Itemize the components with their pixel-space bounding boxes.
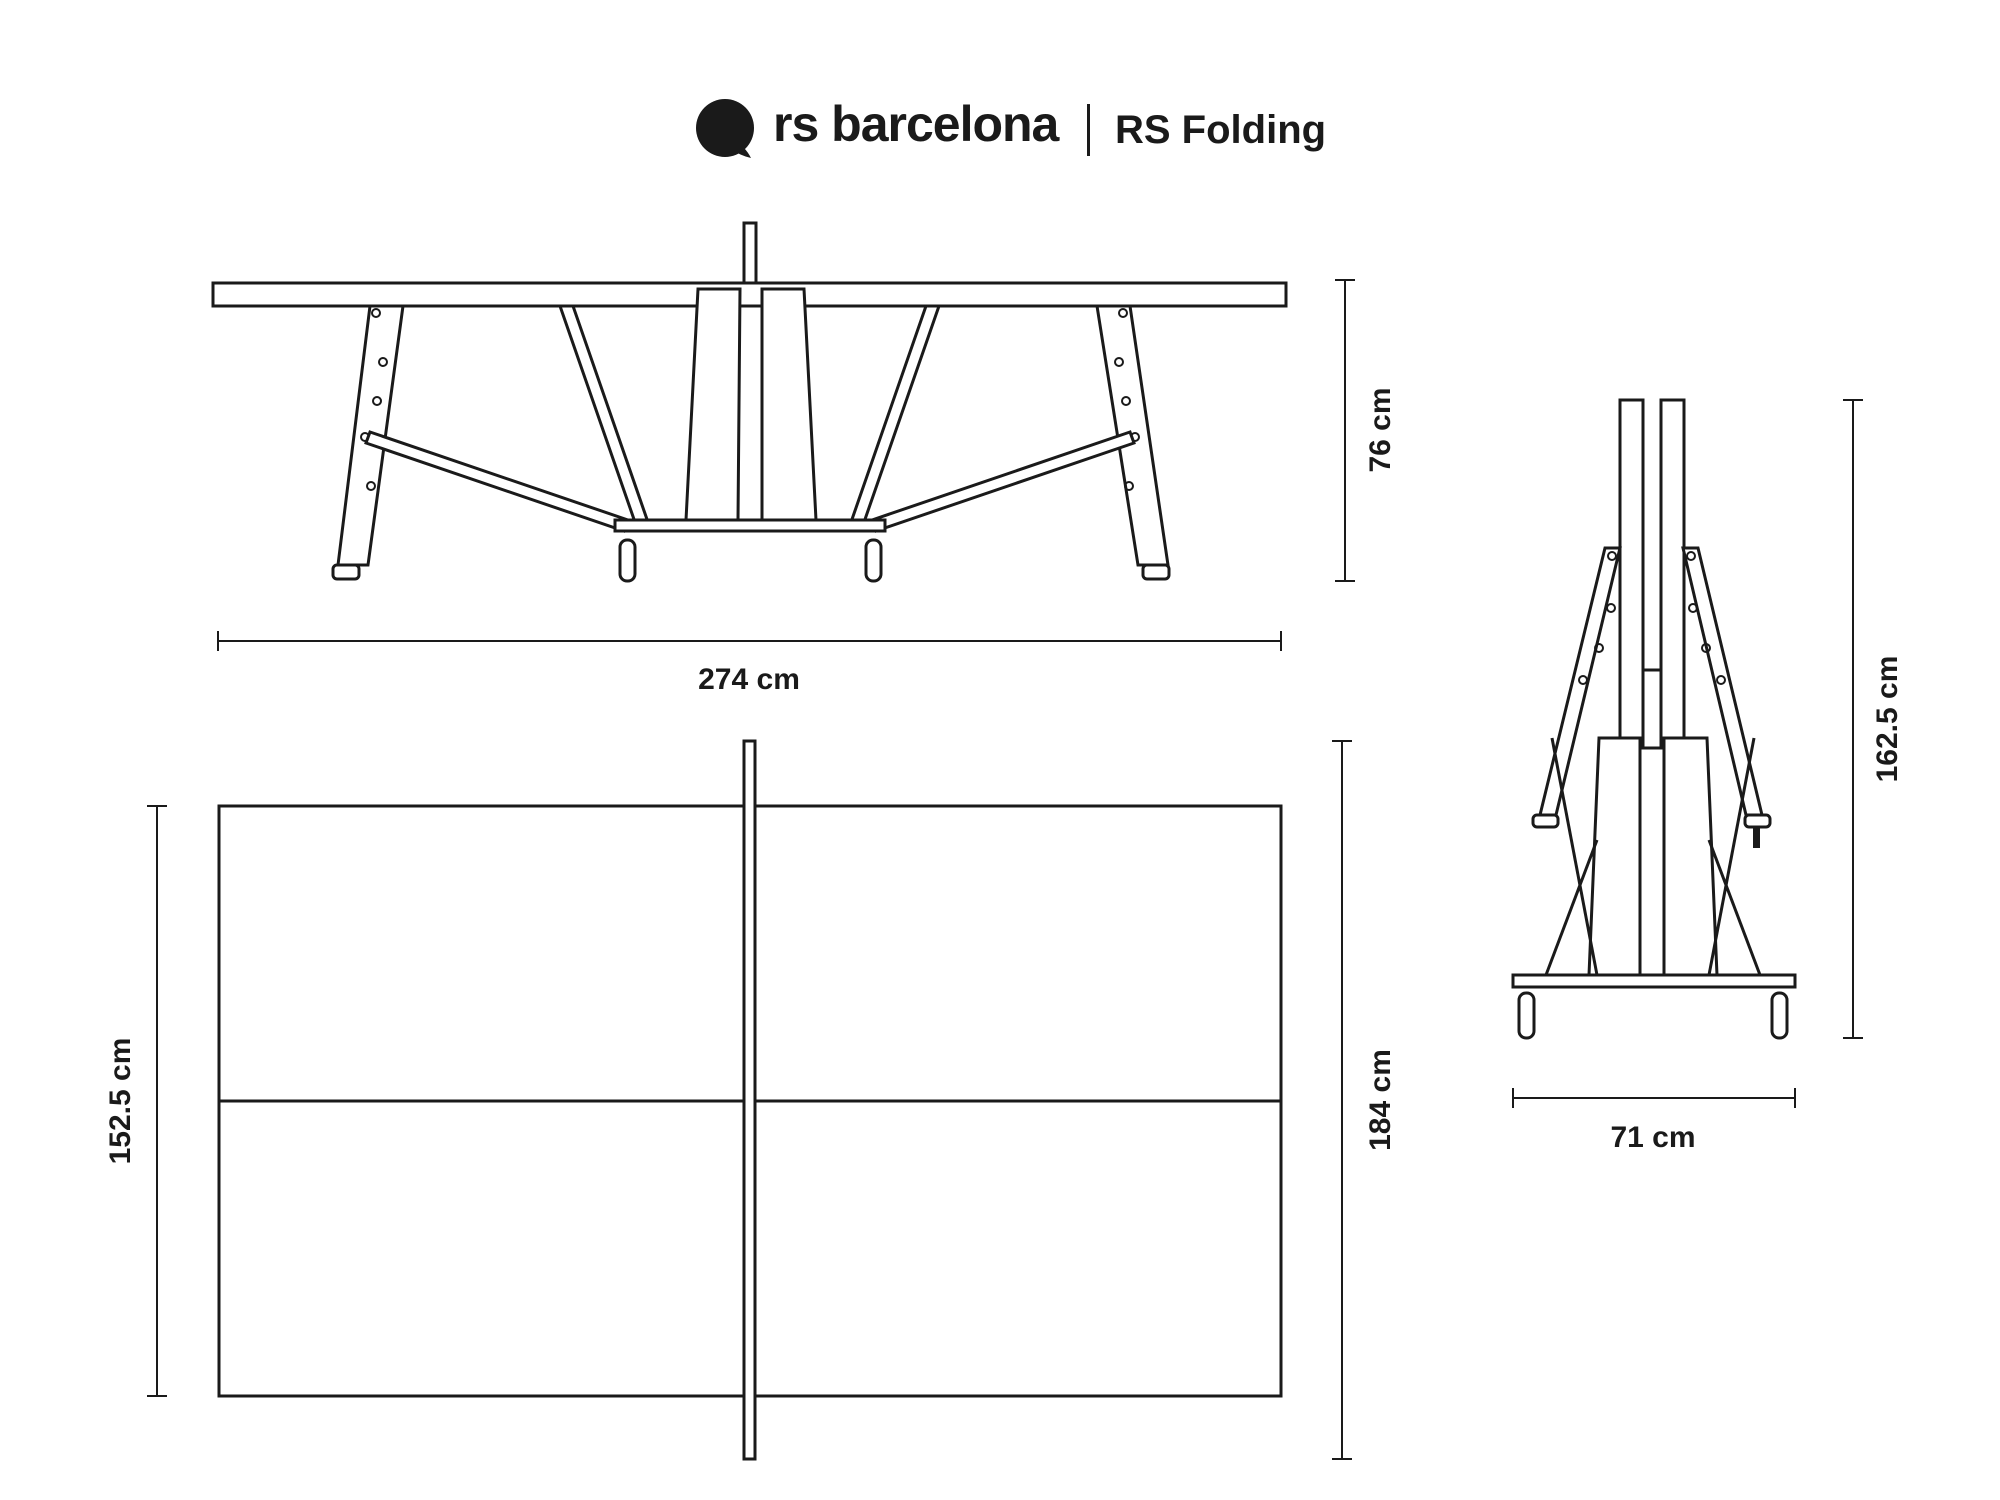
width-label: 152.5 cm xyxy=(104,1038,137,1165)
brand-name: rs barcelona xyxy=(773,96,1059,152)
folded-depth-label: 71 cm xyxy=(1610,1121,1695,1154)
height-label: 76 cm xyxy=(1364,387,1397,472)
side-view: 76 cm 274 cm xyxy=(211,221,1397,696)
folded-height-label: 162.5 cm xyxy=(1871,656,1904,783)
top-view: 152.5 cm 184 cm xyxy=(104,739,1397,1461)
folded-view: 162.5 cm 71 cm xyxy=(1511,398,1904,1154)
rs-barcelona-logo-icon xyxy=(696,99,754,158)
header-divider xyxy=(1087,104,1090,156)
length-label: 274 cm xyxy=(698,663,800,696)
product-name: RS Folding xyxy=(1115,108,1327,152)
header: rs barcelona RS Folding xyxy=(0,90,2000,170)
net-width-label: 184 cm xyxy=(1364,1049,1397,1151)
